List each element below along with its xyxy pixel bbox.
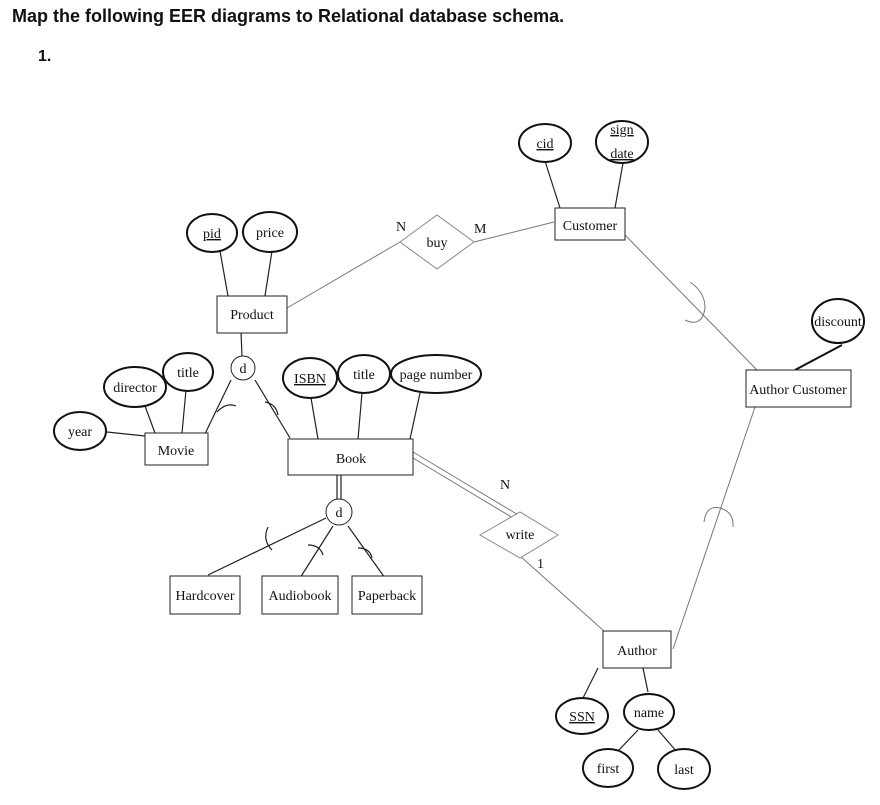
entity-audiobook: Audiobook [261, 575, 339, 615]
svg-text:Product: Product [230, 308, 274, 323]
line-movie-year [106, 431, 146, 437]
attribute-pid: pid [186, 213, 238, 253]
line-customer-cid [544, 160, 561, 209]
line-book-write-b [412, 457, 519, 522]
svg-text:discount: discount [814, 315, 862, 330]
cardinality-write-book: N [500, 478, 510, 493]
svg-text:Audiobook: Audiobook [269, 589, 332, 604]
line-disjoint-paperback [347, 525, 386, 579]
svg-text:d: d [240, 362, 247, 377]
subset-mark-customer [684, 281, 706, 323]
line-authorcustomer-discount [794, 344, 843, 371]
attribute-ssn: SSN [555, 697, 609, 735]
svg-text:Paperback: Paperback [358, 589, 416, 604]
line-customer-authorcustomer [623, 233, 758, 371]
svg-text:Book: Book [336, 452, 366, 467]
disjoint-circle-product: d [230, 355, 256, 381]
attribute-sign-date: sign date [595, 120, 649, 164]
line-product-disjoint [240, 331, 243, 357]
svg-text:last: last [674, 763, 694, 778]
svg-text:page number: page number [400, 368, 473, 383]
attribute-price: price [242, 211, 298, 253]
line-write-author [519, 555, 605, 632]
line-book-write-a [412, 451, 521, 517]
entity-hardcover: Hardcover [169, 575, 241, 615]
subset-mark-author [703, 507, 734, 528]
svg-text:ISBN: ISBN [294, 372, 326, 387]
svg-text:year: year [68, 425, 92, 440]
svg-text:Movie: Movie [158, 444, 195, 459]
cardinality-buy-product: N [396, 220, 406, 235]
attribute-director: director [103, 366, 167, 408]
line-disjoint-book [254, 379, 291, 439]
attribute-name: name [623, 693, 675, 731]
disjoint-circle-book: d [325, 498, 353, 526]
entity-author: Author [602, 630, 672, 669]
line-author-ssn [581, 667, 599, 701]
svg-text:Author Customer: Author Customer [749, 383, 847, 398]
relationship-write: write [478, 511, 559, 559]
svg-text:buy: buy [427, 236, 448, 251]
line-name-first [617, 729, 639, 752]
entity-movie: Movie [144, 432, 209, 466]
subset-mark-book [264, 401, 279, 416]
attribute-year: year [53, 411, 107, 451]
line-customer-signdate [614, 162, 624, 209]
svg-text:sign: sign [610, 123, 633, 138]
attribute-last: last [657, 748, 711, 790]
line-product-pid [219, 250, 229, 297]
svg-text:Author: Author [617, 644, 657, 659]
subset-mark-movie [216, 404, 237, 413]
attribute-first: first [582, 748, 634, 788]
svg-text:date: date [610, 147, 633, 162]
entity-product: Product [216, 295, 288, 334]
svg-text:SSN: SSN [569, 710, 595, 725]
line-author-authorcustomer [672, 406, 756, 650]
attribute-isbn: ISBN [282, 357, 338, 399]
svg-text:name: name [634, 706, 664, 721]
svg-text:Hardcover: Hardcover [175, 589, 234, 604]
page-heading: Map the following EER diagrams to Relati… [12, 6, 565, 26]
line-movie-director [144, 405, 156, 434]
cardinality-buy-customer: M [474, 222, 487, 237]
question-number: 1. [38, 48, 52, 65]
line-movie-title [181, 389, 187, 434]
line-product-price [264, 250, 273, 297]
entity-author-customer: Author Customer [745, 369, 852, 408]
svg-text:director: director [113, 381, 157, 396]
line-book-pagenumber [409, 392, 421, 440]
line-disjoint-audiobook [299, 525, 334, 579]
entity-paperback: Paperback [351, 575, 423, 615]
svg-text:write: write [506, 528, 535, 543]
line-book-title [357, 392, 363, 440]
line-name-last [657, 729, 678, 753]
entity-book: Book [287, 438, 414, 476]
line-disjoint-movie [202, 379, 232, 439]
svg-text:price: price [256, 226, 284, 241]
svg-text:first: first [597, 762, 620, 777]
cardinality-write-author: 1 [537, 557, 544, 572]
svg-text:d: d [336, 506, 343, 521]
line-disjoint-hardcover [207, 517, 327, 576]
entity-customer: Customer [554, 207, 626, 241]
line-book-isbn [310, 397, 319, 440]
subset-mark-hardcover [265, 526, 273, 551]
svg-text:Customer: Customer [563, 219, 618, 234]
subset-mark-paperback [357, 547, 373, 559]
svg-text:pid: pid [203, 227, 221, 242]
relationship-buy: buy [399, 214, 475, 270]
svg-text:title: title [177, 366, 199, 381]
subset-mark-audiobook [307, 544, 324, 556]
svg-text:cid: cid [536, 137, 553, 152]
attribute-book-title: title [337, 354, 391, 394]
line-product-buy [286, 241, 401, 309]
attribute-discount: discount [811, 298, 865, 344]
line-author-name [642, 667, 649, 693]
attribute-movie-title: title [162, 352, 214, 392]
svg-text:title: title [353, 368, 375, 383]
attribute-cid: cid [518, 123, 572, 163]
attribute-page-number: page number [390, 354, 482, 394]
line-buy-customer [473, 221, 555, 243]
